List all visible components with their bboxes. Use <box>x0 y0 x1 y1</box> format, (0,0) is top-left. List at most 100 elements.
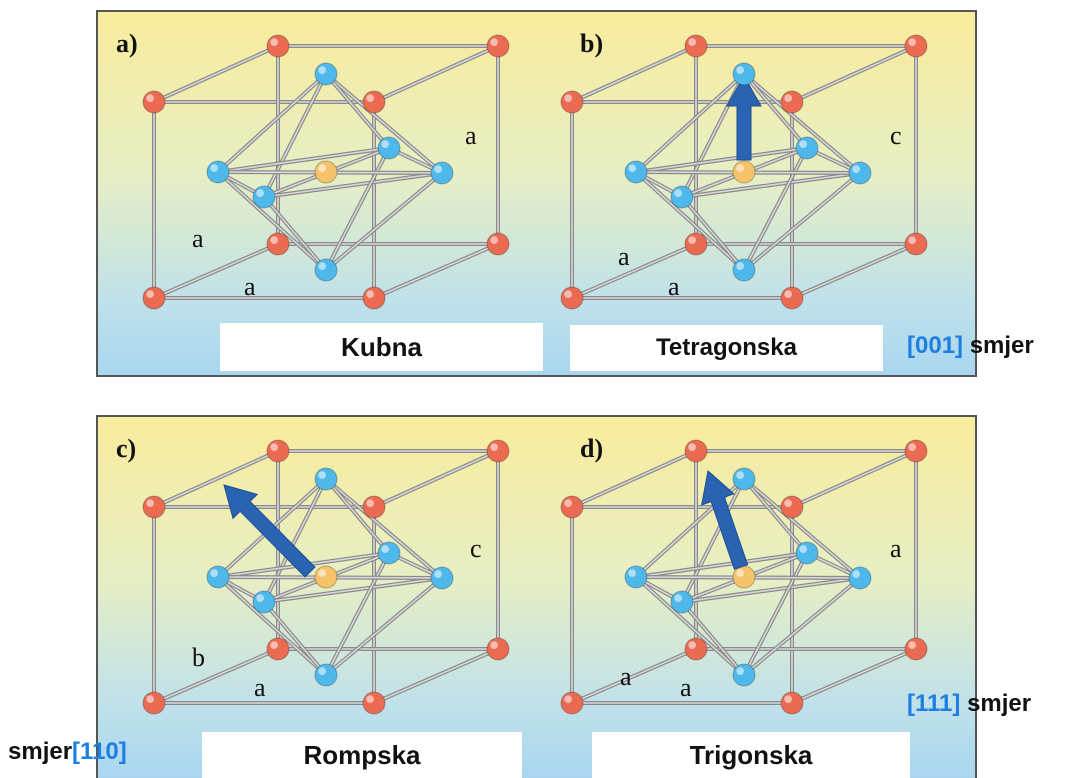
corner-atom-shine <box>490 443 498 451</box>
corner-atom <box>560 495 584 519</box>
octahedron-edge-highlight <box>743 478 808 554</box>
corner-atom <box>142 691 166 715</box>
corner-atom-shine <box>564 695 572 703</box>
octahedral-atom <box>206 160 230 184</box>
center-atom <box>732 160 756 184</box>
octahedral-atom-shine <box>674 189 682 197</box>
octahedron-edge-highlight <box>325 552 390 676</box>
corner-atom-shine <box>146 695 154 703</box>
octahedral-atom-shine <box>434 165 442 173</box>
corner-atom <box>362 691 386 715</box>
octahedral-atom-shine <box>381 140 389 148</box>
corner-atom-shine <box>564 290 572 298</box>
octahedral-atom-shine <box>674 594 682 602</box>
octahedral-atom <box>430 161 454 185</box>
octahedron-edge-highlight <box>743 73 808 149</box>
octahedron-edge-highlight <box>263 196 327 271</box>
name-box-tetragonska: Tetragonska <box>570 325 883 371</box>
corner-atom <box>560 691 584 715</box>
octahedral-atom-shine <box>434 570 442 578</box>
octahedron-edge-highlight <box>325 73 443 174</box>
direction-word-111: smjer <box>967 690 1032 717</box>
corner-atom <box>486 34 510 58</box>
center-atom-shine <box>736 569 744 577</box>
octahedral-atom <box>314 467 338 491</box>
corner-atom-shine <box>688 443 696 451</box>
octahedral-atom <box>732 467 756 491</box>
corner-atom <box>142 495 166 519</box>
edge-length-label: b <box>192 643 205 672</box>
corner-atom <box>904 34 928 58</box>
panel-label: c) <box>116 434 136 463</box>
name-box-trigonska: Trigonska <box>592 732 910 778</box>
edge-length-label: a <box>192 224 204 253</box>
corner-atom-shine <box>784 94 792 102</box>
center-atom-shine <box>736 164 744 172</box>
corner-atom <box>486 439 510 463</box>
direction-arrow <box>726 74 762 161</box>
octahedral-atom-shine <box>799 140 807 148</box>
structure-name-kubna: Kubna <box>341 331 422 362</box>
direction-arrow <box>701 470 749 570</box>
octahedron-edge-highlight <box>263 172 443 198</box>
corner-atom-shine <box>270 236 278 244</box>
corner-atom <box>780 286 804 310</box>
octahedral-atom-shine <box>318 471 326 479</box>
corner-atom-shine <box>688 236 696 244</box>
octahedral-atom <box>314 62 338 86</box>
octahedron-edge-highlight <box>635 552 808 578</box>
center-atom <box>732 565 756 589</box>
octahedron-edge-highlight <box>743 552 808 676</box>
cube-edge-highlight <box>153 450 279 508</box>
edge-length-label: a <box>465 121 477 150</box>
edge-length-label: a <box>668 272 680 301</box>
structure-name-tetragonska: Tetragonska <box>656 334 797 361</box>
cube-edge-highlight <box>153 243 279 299</box>
corner-atom-shine <box>146 94 154 102</box>
edge-length-label: a <box>618 242 630 271</box>
cube-edge-highlight <box>153 648 279 704</box>
octahedral-atom-shine <box>210 569 218 577</box>
corner-atom-shine <box>270 641 278 649</box>
octahedron-edge-highlight <box>263 601 327 676</box>
octahedral-atom <box>732 62 756 86</box>
octahedron-edge-highlight <box>217 73 327 173</box>
octahedral-atom-shine <box>318 667 326 675</box>
corner-atom-shine <box>564 499 572 507</box>
corner-atom <box>684 439 708 463</box>
octahedron-edge-highlight <box>743 478 861 579</box>
octahedral-atom <box>430 566 454 590</box>
structure-name-trigonska: Trigonska <box>689 739 813 770</box>
corner-atom <box>904 637 928 661</box>
corner-atom-shine <box>270 38 278 46</box>
corner-atom-shine <box>366 290 374 298</box>
octahedral-atom <box>848 161 872 185</box>
cube-edge-highlight <box>791 450 917 508</box>
octahedron-edge-highlight <box>681 172 861 198</box>
corner-atom-shine <box>908 641 916 649</box>
corner-atom-shine <box>784 695 792 703</box>
octahedral-atom <box>377 541 401 565</box>
octahedron-edge-highlight <box>635 171 745 271</box>
octahedron-edge-highlight <box>325 172 443 271</box>
name-box-kubna: Kubna <box>220 323 543 371</box>
octahedral-atom-shine <box>381 545 389 553</box>
cube-edge-highlight <box>571 243 697 299</box>
octahedral-atom-shine <box>852 570 860 578</box>
octahedral-atom-shine <box>736 667 744 675</box>
octahedral-atom-shine <box>628 164 636 172</box>
corner-atom-shine <box>366 695 374 703</box>
cube-edge-highlight <box>373 243 499 299</box>
octahedral-atom-shine <box>852 165 860 173</box>
octahedral-atom-shine <box>736 66 744 74</box>
corner-atom <box>142 286 166 310</box>
octahedron-edge-highlight <box>635 147 808 173</box>
edge-length-label: a <box>620 662 632 691</box>
corner-atom-shine <box>490 38 498 46</box>
panel-label: b) <box>580 29 603 58</box>
edge-length-label: a <box>890 534 902 563</box>
direction-label-111: [111] smjer <box>907 690 1031 718</box>
corner-atom <box>780 90 804 114</box>
cube-edge-highlight <box>571 45 697 103</box>
